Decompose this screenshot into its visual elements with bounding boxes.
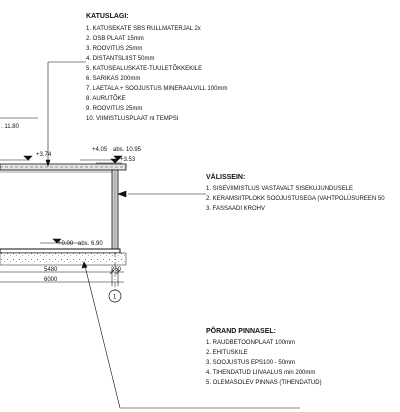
dimension-line: [0, 268, 124, 286]
dim-wall-thickness: 260: [111, 267, 122, 273]
roof-note: KATUSLAGI: 1. KATUSEKATE SBS RULLMATERJA…: [86, 13, 227, 122]
wall-note-title: VÄLISSEIN:: [206, 173, 245, 181]
floor-note-item: 5. OLEMASOLEV PINNAS (TIHENDATUD): [206, 380, 322, 386]
floor-note: PÕRAND PINNASEL: 1. RAUDBETOONPLAAT 100m…: [206, 326, 322, 386]
level-markers: [0, 117, 123, 244]
roof-note-item: 6. SARIKAS 200mm: [86, 76, 140, 82]
dim-span-total: 6000: [44, 277, 58, 283]
floor-note-item: 2. EHITUSKILE: [206, 350, 248, 356]
floor-slab: [0, 248, 127, 266]
wall-note-item: 3. FASSAADI KROHV: [206, 206, 265, 212]
roof-slab: [0, 163, 127, 173]
floor-note-title: PÕRAND PINNASEL:: [206, 326, 276, 335]
level-floor-absolute: abs. 6.90: [78, 241, 103, 247]
roof-note-item: 10. VIIMISTLUSPLAAT nt TEMPSI: [86, 116, 179, 122]
level-eave: +3.53: [120, 157, 136, 163]
floor-note-item: 4. TIHENDATUD LIIVAALUS min 200mm: [206, 370, 315, 376]
leader-lines: [45, 61, 300, 409]
floor-note-item: 3. SOOJUSTUS EPS100 - 50mm: [206, 360, 295, 366]
level-plus-3-74: +3.74: [36, 152, 52, 158]
level-roof-absolute: abs. 10.95: [113, 147, 142, 153]
dim-span-inner: 5480: [44, 267, 58, 273]
roof-note-item: 9. ROOVITUS 25mm: [86, 106, 142, 112]
roof-note-item: 8. AURUTÕKE: [86, 95, 126, 102]
wall-note-item: 1. SISEVIIMISTLUS VASTAVALT SISEKUJUNDUS…: [206, 186, 353, 192]
level-roof-relative: +4.05: [92, 147, 108, 153]
exterior-wall: [111, 169, 119, 253]
roof-note-item: 5. KATUSEALUSKATE-TUULETÕKKEKILE: [86, 65, 202, 72]
roof-note-item: 7. LAETALA + SOOJUSTUS MINERAALVILL 100m…: [86, 86, 227, 92]
floor-note-item: 1. RAUDBETOONPLAAT 100mm: [206, 340, 295, 346]
roof-note-title: KATUSLAGI:: [86, 13, 129, 20]
roof-note-item: 2. OSB PLAAT 15mm: [86, 36, 144, 42]
wall-note: VÄLISSEIN: 1. SISEVIIMISTLUS VASTAVALT S…: [206, 173, 385, 212]
grid-axis-label: 1: [113, 295, 117, 301]
roof-note-item: 3. ROOVITUS 25mm: [86, 46, 142, 52]
grid-axis: [108, 252, 122, 303]
level-floor-relative: +0.00: [58, 241, 74, 247]
roof-note-item: 4. DISTANTSLIIST 50mm: [86, 56, 154, 62]
roof-note-item: 1. KATUSEKATE SBS RULLMATERJAL 2x: [86, 26, 201, 32]
wall-note-item: 2. KERAMSIITPLOKK SOOJUSTUSEGA (VAHTPOLÜ…: [206, 195, 385, 202]
level-abs-11-80: . 11.80: [1, 124, 20, 130]
